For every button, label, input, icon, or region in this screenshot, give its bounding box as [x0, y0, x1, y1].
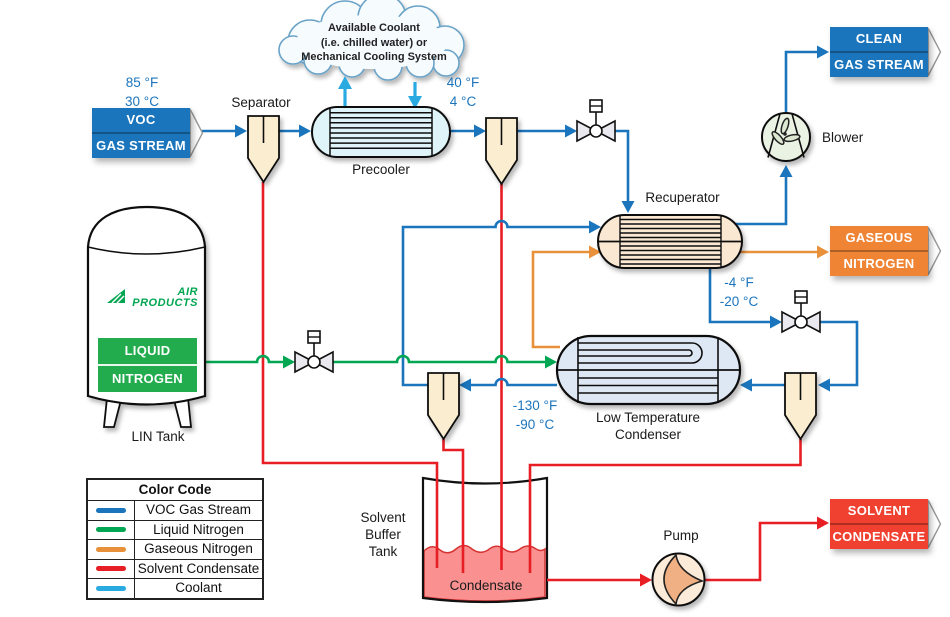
air-products-flag-icon [107, 289, 125, 304]
voc-gas-stream-box: VOC GAS STREAM [92, 108, 190, 158]
clean-box-line1: CLEAN [855, 31, 903, 46]
color-code-legend: Color Code VOC Gas Stream Liquid Nitroge… [86, 478, 264, 600]
gaseous-nitrogen-box: GASEOUS NITROGEN [830, 226, 928, 276]
legend-color-solvent-condensate [96, 566, 126, 572]
legend-label: Coolant [175, 580, 222, 595]
valve-voc-gas [576, 99, 616, 143]
temp-precooler-outlet: 40 °F 4 °C [433, 73, 493, 111]
temp-f: 40 °F [446, 75, 480, 90]
separator-label: Separator [231, 95, 291, 110]
legend-color-gaseous-nitrogen [96, 546, 126, 552]
cloud-line1: Available Coolant [328, 22, 420, 34]
legend-title: Color Code [88, 480, 262, 501]
separator-vessel-2 [485, 117, 518, 186]
clean-gas-stream-box: CLEAN GAS STREAM [830, 27, 928, 77]
legend-row-liquid-nitrogen: Liquid Nitrogen [88, 520, 262, 540]
buffer-tank-label-line3: Tank [368, 544, 398, 559]
temp-c: -20 °C [719, 294, 759, 309]
legend-label: VOC Gas Stream [145, 502, 252, 517]
buffer-tank-label-line2: Buffer [365, 527, 401, 542]
temp-c: -90 °C [515, 417, 555, 432]
lin-box-line2: NITROGEN [111, 371, 183, 386]
temp-f: 85 °F [125, 75, 159, 90]
precooler [311, 106, 451, 158]
low-temperature-condenser [555, 334, 742, 406]
flow-arrows [235, 45, 830, 587]
valve-cold-gas [781, 290, 821, 334]
cloud-line2: (i.e. chilled water) or [320, 36, 428, 49]
coolant-cloud-label: Available Coolant (i.e. chilled water) o… [295, 21, 453, 65]
voc-gas-lines [202, 50, 859, 387]
liquid-nitrogen-box: LIQUID NITROGEN [98, 338, 197, 392]
legend-swatch-cell [88, 501, 135, 520]
legend-row-coolant: Coolant [88, 579, 262, 598]
temp-f: -130 °F [512, 398, 558, 413]
voc-box-line1: VOC [126, 112, 156, 127]
solvent-box-line2: CONDENSATE [832, 529, 926, 544]
legend-color-voc [96, 507, 126, 513]
legend-label: Solvent Condensate [137, 560, 260, 576]
separator-vessel-1 [247, 115, 280, 184]
separators [247, 115, 817, 441]
separator-vessel-4 [427, 372, 460, 441]
separator-vessel-3 [784, 372, 817, 441]
condensate-label: Condensate [449, 578, 523, 593]
condenser-label: Low Temperature Condenser [583, 409, 713, 443]
box-divider [830, 51, 928, 53]
voc-box-line2: GAS STREAM [96, 138, 186, 153]
box-divider [92, 132, 190, 134]
buffer-tank-label-line1: Solvent [360, 510, 406, 525]
box-divider [98, 364, 197, 366]
pump-icon [651, 552, 706, 607]
box-divider [830, 523, 928, 525]
legend-row-solvent-condensate: Solvent Condensate [88, 559, 262, 579]
temp-recuperator-outlet: -4 °F -20 °C [703, 273, 775, 311]
buffer-tank-label: Solvent Buffer Tank [347, 509, 419, 560]
solvent-box-line1: SOLVENT [847, 503, 911, 518]
box-divider [830, 250, 928, 252]
cloud-line3: Mechanical Cooling System [301, 51, 447, 63]
legend-row-voc: VOC Gas Stream [88, 501, 262, 521]
box-chevrons [189, 27, 942, 549]
control-valves [294, 99, 821, 374]
legend-color-coolant [96, 585, 126, 591]
liquid-nitrogen-lines [205, 354, 545, 364]
legend-swatch-cell [88, 579, 135, 598]
coolant-cloud-icon [278, 0, 465, 81]
precooler-label: Precooler [352, 162, 410, 177]
coolant-lines [343, 82, 417, 107]
lin-tank [86, 205, 207, 428]
temp-c: 4 °C [449, 94, 477, 109]
temp-condenser-outlet: -130 °F -90 °C [499, 396, 571, 434]
solvent-condensate-lines [261, 182, 817, 582]
gaseous-nitrogen-lines [531, 250, 817, 349]
legend-row-gaseous-nitrogen: Gaseous Nitrogen [88, 540, 262, 560]
temp-c: 30 °C [125, 94, 159, 109]
temp-voc-inlet: 85 °F 30 °C [107, 73, 177, 111]
legend-swatch-cell [88, 540, 135, 559]
blower-icon [761, 112, 811, 162]
air-products-logo: AIR PRODUCTS [102, 287, 198, 309]
legend-label: Liquid Nitrogen [153, 521, 244, 537]
legend-swatch-cell [88, 520, 135, 539]
gaseous-box-line2: NITROGEN [843, 256, 915, 271]
condenser-label-line2: Condenser [614, 427, 682, 442]
condenser-label-line1: Low Temperature [595, 410, 701, 425]
valve-liquid-nitrogen [294, 330, 334, 374]
legend-swatch-cell [88, 559, 135, 578]
legend-color-liquid-nitrogen [96, 527, 126, 533]
recuperator [597, 214, 743, 269]
lin-tank-label: LIN Tank [131, 429, 185, 444]
gaseous-box-line1: GASEOUS [845, 230, 913, 245]
logo-line1: AIR [177, 286, 198, 298]
solvent-condensate-box: SOLVENT CONDENSATE [830, 499, 928, 549]
temp-f: -4 °F [724, 275, 754, 290]
recuperator-label: Recuperator [645, 190, 720, 205]
legend-label: Gaseous Nitrogen [144, 541, 253, 556]
lin-box-line1: LIQUID [124, 343, 171, 358]
pump-label: Pump [663, 528, 699, 543]
blower-label: Blower [822, 130, 864, 145]
clean-box-line2: GAS STREAM [834, 57, 924, 72]
logo-line2: PRODUCTS [132, 297, 198, 309]
